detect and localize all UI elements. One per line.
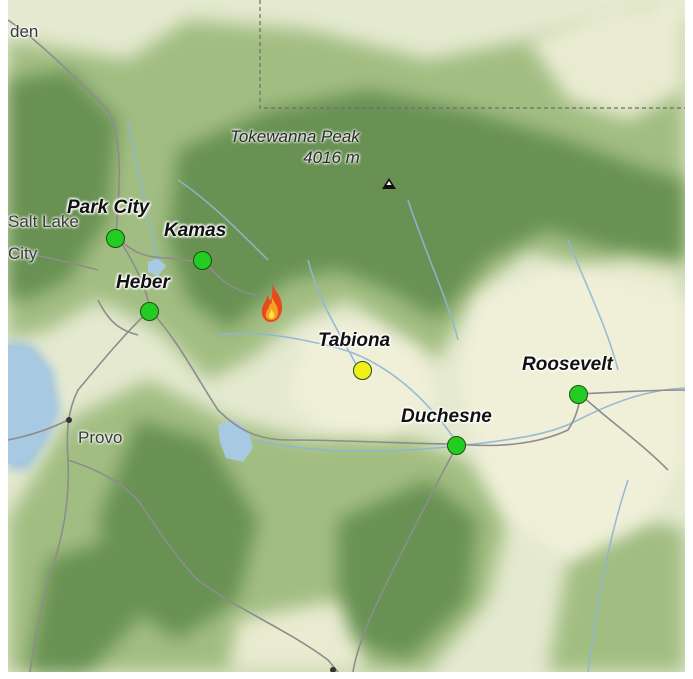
terrain-basemap	[8, 0, 685, 672]
peak-elevation: 4016 m	[303, 148, 360, 167]
town-marker-kamas[interactable]	[193, 251, 212, 270]
town-marker-roosevelt[interactable]	[569, 385, 588, 404]
peak-label: Tokewanna Peak 4016 m	[230, 126, 360, 168]
town-marker-heber[interactable]	[140, 302, 159, 321]
town-label-duchesne: Duchesne	[401, 406, 492, 427]
town-label-roosevelt: Roosevelt	[522, 354, 613, 375]
peak-name: Tokewanna Peak	[230, 127, 360, 146]
mountain-peak-icon	[382, 178, 396, 189]
town-label-tabiona: Tabiona	[318, 330, 391, 351]
label-den: den	[10, 22, 39, 41]
label-city: City	[8, 244, 38, 263]
label-provo: Provo	[78, 428, 123, 447]
fire-icon[interactable]	[260, 283, 284, 323]
label-salt-lake: Salt Lake	[8, 212, 79, 231]
provo-dot	[66, 417, 72, 423]
town-marker-park-city[interactable]	[106, 229, 125, 248]
town-label-kamas: Kamas	[164, 220, 227, 241]
town-label-heber: Heber	[116, 272, 170, 293]
town-marker-duchesne[interactable]	[447, 436, 466, 455]
town-marker-tabiona[interactable]	[353, 361, 372, 380]
map-view[interactable]: den Salt Lake City Provo Tokewanna Peak …	[8, 0, 685, 672]
town-label-park-city: Park City	[67, 197, 150, 218]
